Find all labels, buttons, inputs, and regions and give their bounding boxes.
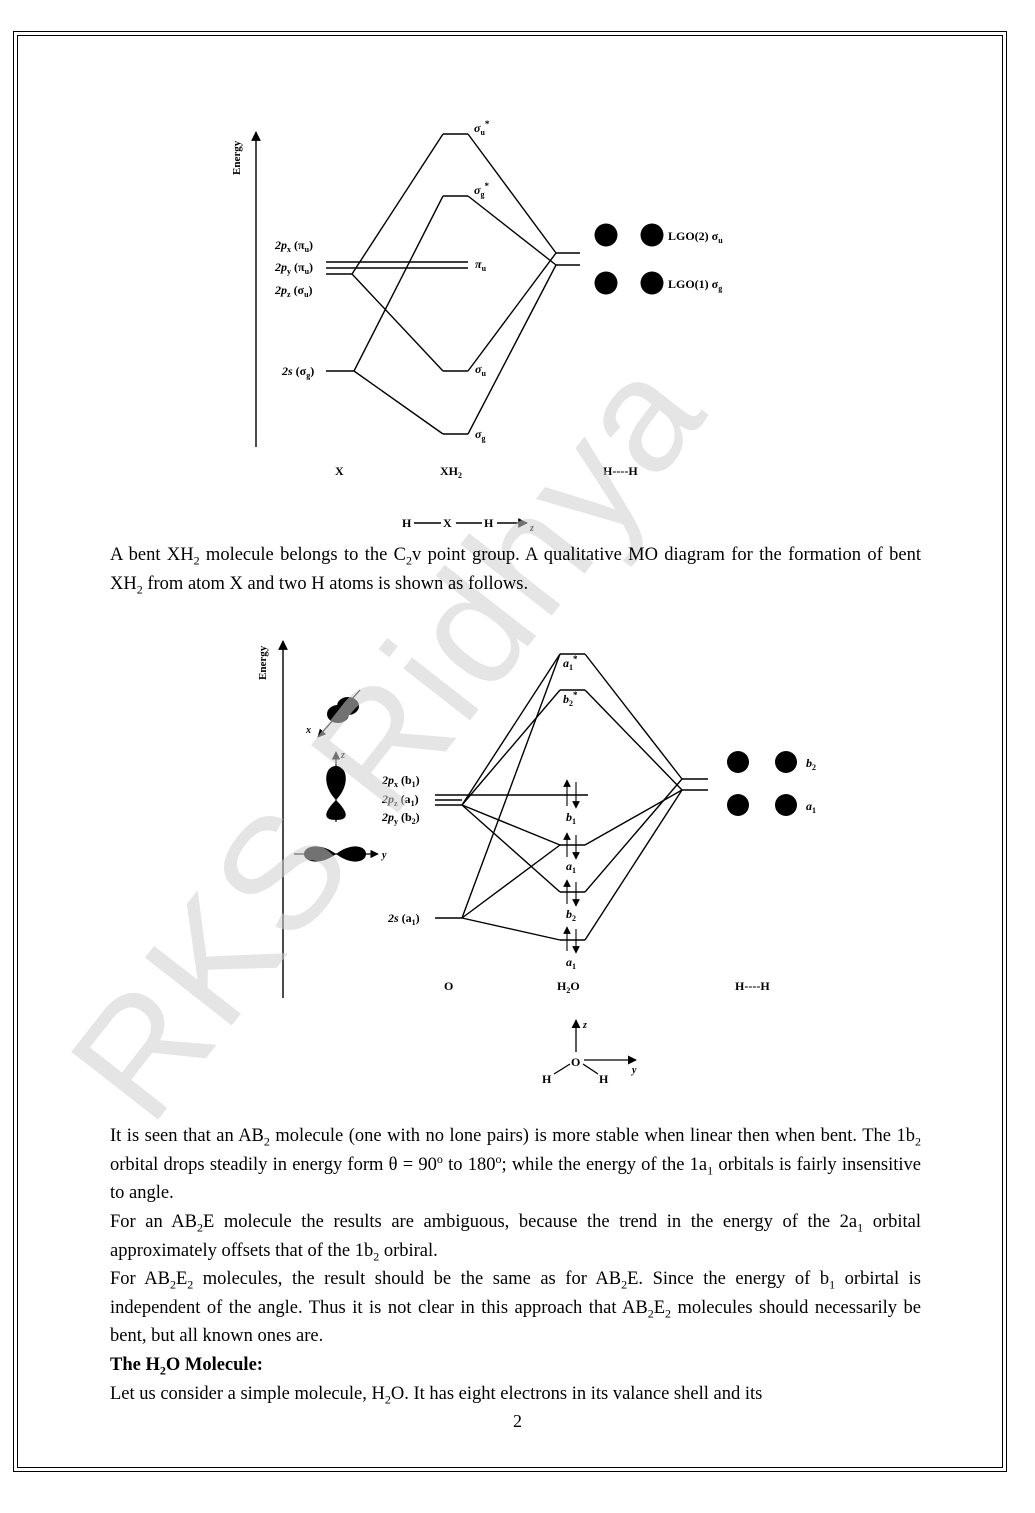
h-orbital-lobe bbox=[775, 794, 797, 816]
paragraph-ab2e: For an AB2E molecule the results are amb… bbox=[110, 1212, 921, 1264]
label-b2: b2 bbox=[566, 907, 576, 923]
bond bbox=[553, 1063, 571, 1075]
label-lgo1: LGO(1) σg bbox=[668, 277, 722, 293]
corr-line bbox=[467, 133, 557, 254]
atom-h: H bbox=[484, 516, 494, 530]
label-a1-mid: a1 bbox=[566, 859, 576, 875]
corr-line bbox=[467, 264, 557, 435]
atom-o: O bbox=[571, 1055, 580, 1069]
label-2pz-sigma-u: 2pz (σu) bbox=[274, 283, 313, 299]
corr-line bbox=[461, 653, 561, 919]
label-pi-u: πu bbox=[475, 257, 487, 273]
corr-line bbox=[461, 689, 561, 806]
paragraph-ab2e2: For AB2E2 molecules, the result should b… bbox=[110, 1269, 922, 1347]
axis-y: y bbox=[631, 1065, 637, 1076]
lgo-orbitals-top bbox=[594, 223, 664, 295]
label-sigma-g: σg bbox=[475, 427, 485, 443]
corr-line bbox=[461, 653, 561, 806]
label-sigma-g-star: σg* bbox=[474, 181, 489, 199]
label-a1-star: a1* bbox=[563, 654, 578, 672]
bond bbox=[582, 1063, 599, 1075]
water-molecule-sketch: z O H H y bbox=[542, 1019, 637, 1086]
top-figure-labels: Energy 2px (πu) 2py (πu) 2pz (σu) 2s (σg… bbox=[231, 119, 723, 480]
corr-line bbox=[584, 778, 683, 893]
axis-x: x bbox=[305, 725, 311, 736]
label-2py-pi-u: 2py (πu) bbox=[274, 260, 313, 276]
linear-xh2-diagram bbox=[251, 131, 580, 447]
axis-z: z bbox=[582, 1020, 587, 1031]
corr-line bbox=[467, 252, 557, 372]
corr-line bbox=[353, 370, 444, 435]
corr-line bbox=[353, 195, 444, 372]
atom-x: X bbox=[443, 516, 452, 530]
label-2px-pi-u: 2px (πu) bbox=[274, 238, 313, 254]
label-b1: b1 bbox=[566, 810, 576, 826]
corr-line bbox=[584, 789, 683, 846]
lobe bbox=[337, 697, 359, 715]
bent-h2o-diagram bbox=[278, 640, 708, 998]
corr-line bbox=[584, 689, 683, 791]
corr-line bbox=[351, 133, 444, 275]
h-orbital-lobe bbox=[640, 271, 664, 295]
axis bbox=[317, 689, 361, 738]
column-label-o: O bbox=[444, 979, 453, 993]
column-label-xh2: XH2 bbox=[440, 464, 462, 480]
page-border-inner bbox=[17, 35, 1003, 1468]
label-2s-sigma-g: 2s (σg) bbox=[281, 364, 314, 380]
pz-orbital-icon: z bbox=[326, 750, 346, 822]
label-b2-star: b2* bbox=[563, 690, 578, 708]
label-lgo-a1: a1 bbox=[806, 799, 816, 815]
electron-pairs bbox=[563, 779, 580, 954]
label-lgo2: LGO(2) σu bbox=[668, 229, 723, 245]
label-2pz-a1: 2pz (a1) bbox=[381, 792, 419, 808]
label-a1-low: a1 bbox=[566, 955, 576, 971]
label-sigma-u: σu bbox=[475, 362, 486, 378]
h-orbital-lobe bbox=[727, 751, 749, 773]
column-label-hh: H----H bbox=[735, 979, 770, 993]
corr-line bbox=[584, 789, 683, 941]
intro-paragraph: A bent XH2 molecule belongs to the C2v p… bbox=[110, 545, 921, 597]
atom-h: H bbox=[542, 1072, 552, 1086]
paragraph-h2o-intro: Let us consider a simple molecule, H2O. … bbox=[110, 1384, 763, 1407]
corr-line bbox=[461, 917, 561, 941]
column-label-x: X bbox=[335, 464, 344, 478]
lgo-orbitals-bottom bbox=[727, 751, 797, 816]
corr-line bbox=[467, 195, 557, 266]
energy-axis-label: Energy bbox=[257, 645, 269, 680]
axis-z: z bbox=[529, 523, 534, 534]
column-label-hh: H----H bbox=[603, 464, 638, 478]
corr-line bbox=[461, 804, 561, 893]
label-lgo-b2: b2 bbox=[806, 756, 816, 772]
page-number: 2 bbox=[513, 1411, 522, 1431]
corr-line bbox=[351, 273, 444, 372]
page-border-outer bbox=[13, 31, 1007, 1472]
h-orbital-lobe bbox=[594, 271, 618, 295]
label-2py-b2: 2py (b2) bbox=[381, 810, 420, 826]
bottom-figure-labels: Energy 2px (b1) 2pz (a1) 2py (b2) 2s (a1… bbox=[257, 645, 816, 995]
h-orbital-lobe bbox=[594, 223, 618, 247]
corr-line bbox=[461, 804, 561, 846]
p-orbital-sketches: x z y bbox=[294, 689, 387, 862]
paragraph-ab2-linear: It is seen that an AB2 molecule (one wit… bbox=[110, 1126, 921, 1204]
energy-axis-label: Energy bbox=[231, 140, 243, 175]
label-2px-b1: 2px (b1) bbox=[381, 773, 420, 789]
axis-z: z bbox=[340, 750, 345, 761]
atom-h: H bbox=[599, 1072, 609, 1086]
h-orbital-lobe bbox=[775, 751, 797, 773]
h-orbital-lobe bbox=[640, 223, 664, 247]
linear-molecule-sketch: H X H z bbox=[402, 516, 534, 534]
px-orbital-icon: x bbox=[305, 689, 361, 738]
atom-h: H bbox=[402, 516, 412, 530]
corr-line bbox=[461, 844, 561, 919]
axis-y: y bbox=[381, 850, 387, 861]
py-orbital-icon: y bbox=[294, 846, 387, 862]
label-sigma-u-star: σu* bbox=[474, 119, 490, 137]
column-label-h2o: H2O bbox=[557, 979, 580, 995]
label-2s-a1: 2s (a1) bbox=[387, 911, 420, 927]
h-orbital-lobe bbox=[727, 794, 749, 816]
section-heading-h2o: The H2O Molecule: bbox=[110, 1355, 263, 1378]
corr-line bbox=[584, 653, 683, 780]
